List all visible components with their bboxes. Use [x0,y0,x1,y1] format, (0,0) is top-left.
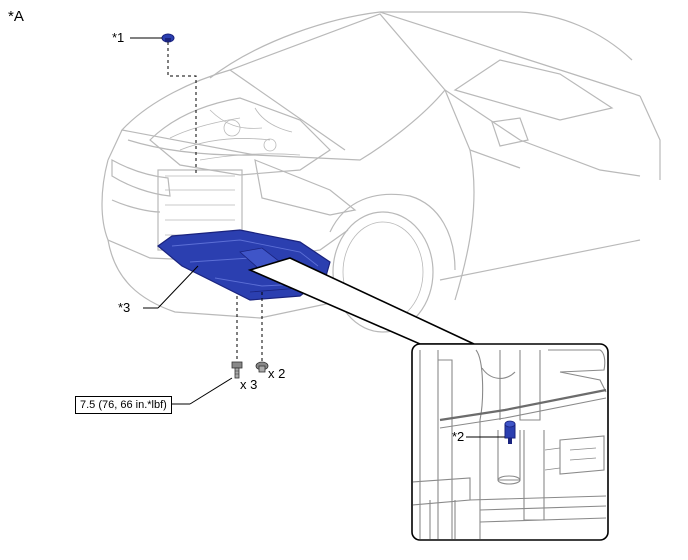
view-label: *A [8,8,24,25]
callout-1: *1 [112,30,125,45]
dashed-leaders [167,42,263,362]
clip-1-part [161,33,175,43]
clip-quantity: x 2 [268,366,286,381]
bolt-part [231,361,243,379]
callout-3: *3 [118,300,131,315]
vehicle-body [101,11,661,333]
leader-lines [130,37,233,405]
detail-inset [411,343,609,541]
clip-2-part [504,420,516,444]
callout-2: *2 [452,429,465,444]
detail-callout-wedge [247,257,475,345]
bolt-quantity: x 3 [240,377,258,392]
clip-part [255,361,269,373]
torque-spec-box: 7.5 (76, 66 in.*lbf) [75,396,172,414]
